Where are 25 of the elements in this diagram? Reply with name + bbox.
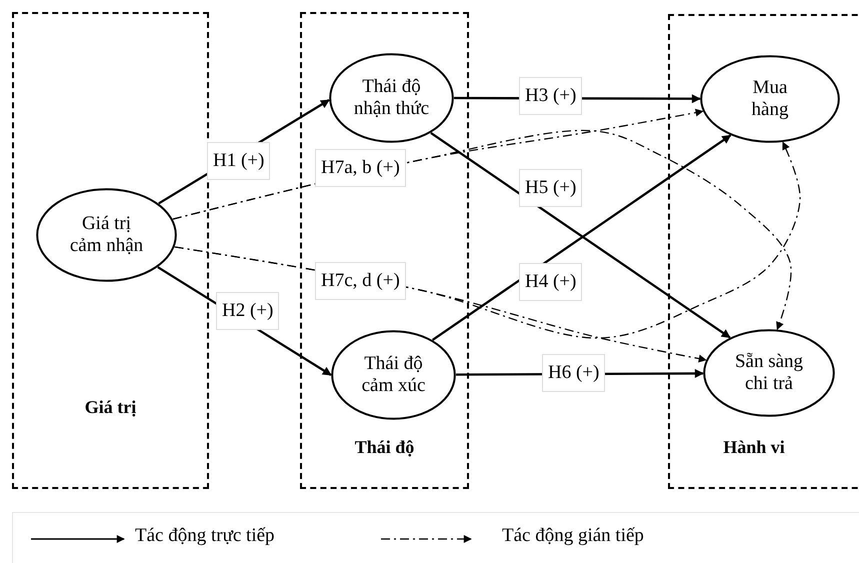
legend-label: Tác động gián tiếp — [502, 525, 644, 547]
edge-label: H3 (+) — [519, 77, 582, 115]
node-label: Thái độ nhận thức — [352, 76, 430, 120]
edge-label: H5 (+) — [519, 169, 582, 207]
group-title: Giá trị — [84, 397, 138, 418]
edge-label: H2 (+) — [216, 292, 280, 330]
edge-label: H7c, d (+) — [315, 262, 406, 300]
construct-ellipse — [36, 188, 177, 282]
edge-label: H7a, b (+) — [315, 149, 406, 187]
group-title: Hành vi — [722, 437, 786, 458]
edge-label: H4 (+) — [519, 263, 582, 301]
legend-label: Tác động trực tiếp — [135, 525, 275, 547]
construct-ellipse — [329, 53, 454, 143]
node-label: Sẵn sàng chi trả — [734, 351, 804, 395]
group-title: Thái độ — [354, 437, 416, 458]
construct-ellipse — [700, 55, 840, 143]
node-label: Mua hàng — [750, 77, 790, 121]
group-box — [12, 12, 209, 489]
edge-label: H6 (+) — [542, 354, 606, 392]
edge-label: H1 (+) — [207, 142, 270, 180]
node-label: Thái độ cảm xúc — [360, 353, 426, 397]
group-box — [668, 14, 859, 489]
node-label: Giá trị cảm nhận — [68, 213, 144, 257]
construct-ellipse — [703, 329, 835, 417]
construct-ellipse — [331, 330, 456, 420]
